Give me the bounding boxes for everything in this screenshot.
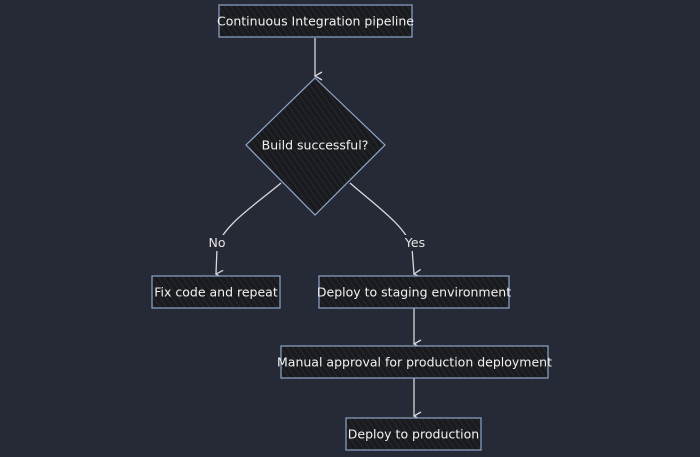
node-manual-approval-label: Manual approval for production deploymen…	[277, 355, 552, 370]
node-fix-code[interactable]: Fix code and repeat	[151, 275, 281, 309]
node-deploy-production[interactable]: Deploy to production	[345, 417, 482, 451]
node-build-decision-label: Build successful?	[262, 138, 369, 153]
edge-build-to-staging	[349, 182, 422, 279]
node-deploy-staging[interactable]: Deploy to staging environment	[317, 275, 511, 309]
node-build-decision[interactable]: Build successful?	[245, 77, 386, 216]
node-deploy-staging-label: Deploy to staging environment	[317, 285, 511, 300]
edge-label-no: No	[209, 235, 226, 250]
node-fix-code-label: Fix code and repeat	[154, 285, 278, 300]
node-ci-pipeline[interactable]: Continuous Integration pipeline	[217, 4, 414, 38]
edge-label-yes: Yes	[404, 235, 425, 250]
node-deploy-production-label: Deploy to production	[348, 427, 479, 442]
node-ci-pipeline-label: Continuous Integration pipeline	[217, 14, 414, 29]
edge-build-to-fix	[214, 182, 282, 279]
node-manual-approval[interactable]: Manual approval for production deploymen…	[277, 345, 552, 379]
